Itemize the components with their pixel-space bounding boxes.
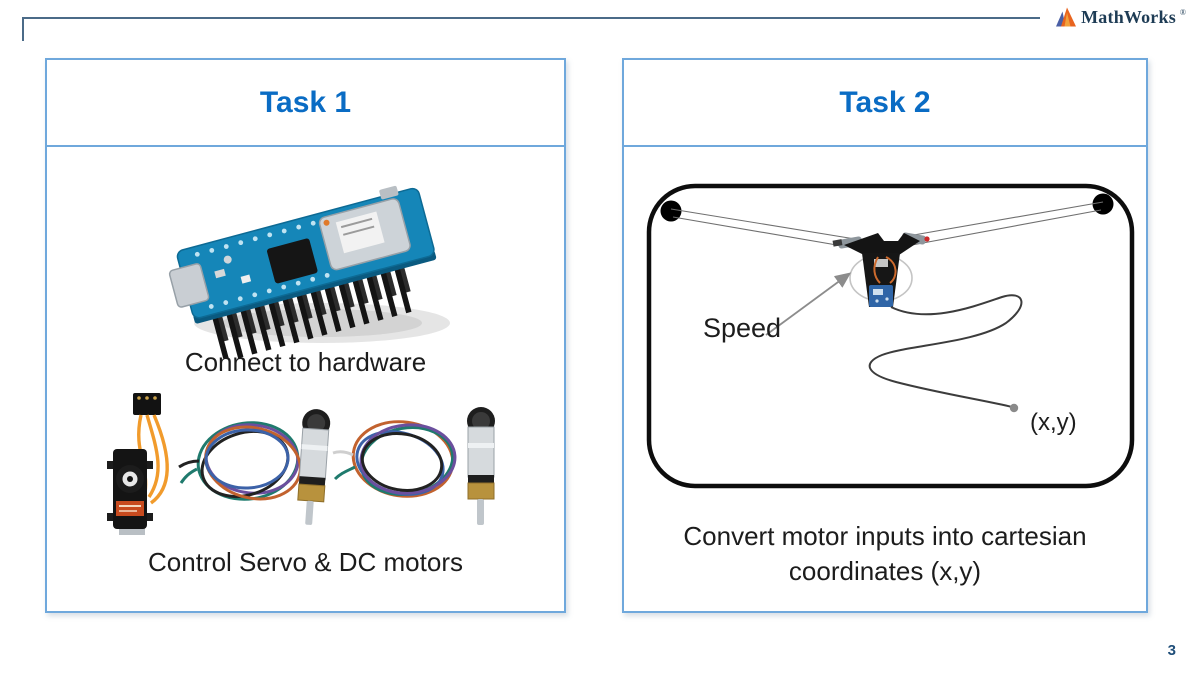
suspension-strings <box>670 201 1104 250</box>
mathworks-membrane-triangle-icon <box>1056 7 1077 27</box>
xy-point-label: (x,y) <box>1030 409 1077 436</box>
mathworks-logo: MathWorks ® <box>1055 7 1186 28</box>
task1-caption-bottom: Control Servo & DC motors <box>148 547 463 577</box>
task1-panel: Task 1 <box>45 58 566 613</box>
plotter-diagram: Speed (x,y) <box>646 183 1135 489</box>
dc-motor-2 <box>332 407 495 525</box>
arduino-board-group <box>168 185 437 358</box>
pen-position-dot <box>1009 403 1019 413</box>
dc-motor-1 <box>178 409 331 525</box>
right-anchor-pulley <box>1092 193 1114 215</box>
brand-name: MathWorks <box>1081 7 1176 27</box>
task2-body: Speed (x,y) Convert motor inputs into ca… <box>624 147 1146 611</box>
speed-arrow <box>765 272 852 336</box>
servo-motor <box>107 393 169 535</box>
task2-title: Task 2 <box>839 85 931 119</box>
task1-body: Connect to hardware <box>47 147 564 611</box>
motors-image <box>107 393 495 535</box>
task1-title: Task 1 <box>259 85 352 119</box>
task2-header: Task 2 <box>624 60 1146 147</box>
arduino-board-image <box>168 185 450 358</box>
speed-label: Speed <box>703 313 781 343</box>
registered-mark: ® <box>1179 8 1186 17</box>
header-rule-vertical <box>22 17 24 41</box>
task1-header: Task 1 <box>47 60 564 147</box>
drawn-trajectory-path <box>868 294 1023 408</box>
header-rule-horizontal <box>22 17 1040 19</box>
task2-caption: Convert motor inputs into cartesian coor… <box>683 521 1087 586</box>
plotter-gondola <box>832 232 930 307</box>
task1-caption-top: Connect to hardware <box>184 347 427 377</box>
task2-panel: Task 2 <box>622 58 1148 613</box>
left-anchor-pulley <box>660 200 682 222</box>
page-number: 3 <box>1167 642 1176 659</box>
